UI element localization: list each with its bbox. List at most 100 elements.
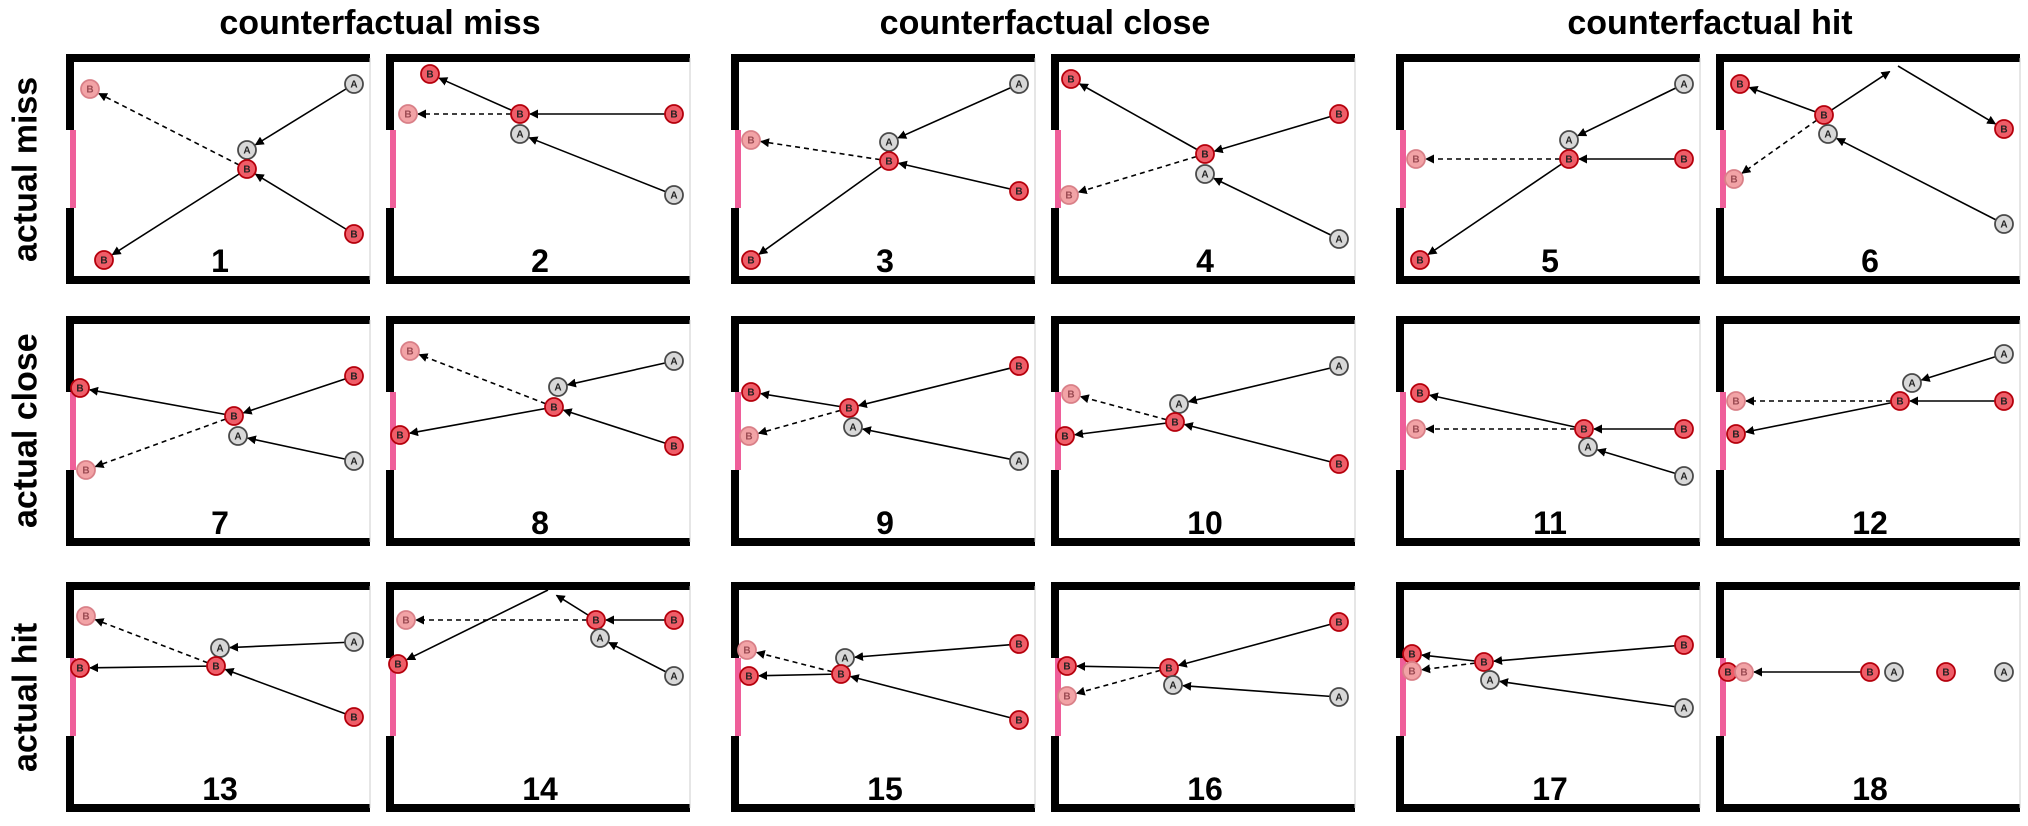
column-header-counterfactual-hit: counterfactual hit	[1567, 4, 1853, 42]
ball-letter: B	[350, 230, 357, 241]
ball-letter: A	[516, 130, 523, 141]
ball-b: B	[344, 224, 364, 244]
actual-path-arrow	[89, 663, 217, 673]
ball-circle	[344, 451, 364, 471]
ball-letter: B	[885, 157, 892, 168]
actual-path-arrow	[608, 641, 675, 677]
ball-b: B	[1674, 635, 1694, 655]
actual-path-arrow	[1577, 83, 1685, 137]
ball-circle	[741, 250, 761, 270]
column-header-counterfactual-miss: counterfactual miss	[219, 4, 541, 42]
actual-path-arrow	[566, 360, 675, 388]
actual-path-arrow	[758, 671, 842, 681]
ball-b: B	[664, 436, 684, 456]
actual-path-arrow	[88, 386, 235, 417]
ball-circle	[1734, 662, 1754, 682]
ball-circle	[1402, 661, 1422, 681]
ball-circle	[1674, 419, 1694, 439]
goal-marker	[1400, 392, 1406, 470]
actual-path-arrow	[1177, 621, 1340, 668]
ball-circle	[1057, 686, 1077, 706]
ball-letter: B	[1416, 256, 1423, 267]
panel-number: 15	[867, 771, 903, 807]
ball-circle	[1055, 426, 1075, 446]
panel-background	[1055, 586, 1355, 808]
ball-circle	[228, 426, 248, 446]
ball-letter: A	[670, 191, 677, 202]
ball-letter: A	[243, 146, 250, 157]
counterfactual-path-arrow	[1421, 661, 1485, 674]
ball-a: A	[879, 132, 899, 152]
ball-circle	[1329, 356, 1349, 376]
goal-marker	[70, 392, 76, 470]
ball-letter: B	[1680, 425, 1687, 436]
ball-circle	[76, 460, 96, 480]
ball-b: B	[1936, 662, 1956, 682]
ball-b-counterfactual: B	[396, 610, 416, 630]
actual-path-arrow	[242, 375, 355, 415]
ball-circle	[1061, 384, 1081, 404]
ball-letter: B	[1820, 111, 1827, 122]
ball-circle	[76, 606, 96, 626]
ball-letter: A	[1335, 235, 1342, 246]
ball-b-counterfactual: B	[737, 640, 757, 660]
ball-letter: B	[82, 612, 89, 623]
ball-circle	[1406, 149, 1426, 169]
ball-letter: A	[350, 638, 357, 649]
actual-path-arrow	[1078, 83, 1206, 155]
ball-circle	[1730, 74, 1750, 94]
ball-circle	[1994, 391, 2014, 411]
actual-path-arrow	[758, 160, 890, 255]
ball-circle	[420, 64, 440, 84]
ball-circle	[1009, 181, 1029, 201]
goal-marker	[70, 130, 76, 208]
actual-path-arrow	[528, 136, 675, 196]
counterfactual-path-arrow	[94, 618, 217, 667]
ball-b-counterfactual: B	[1402, 661, 1422, 681]
panel-number: 3	[876, 243, 894, 279]
panel-background	[390, 58, 690, 280]
counterfactual-path-arrow	[418, 353, 555, 408]
ball-b: B	[70, 658, 90, 678]
ball-letter: B	[1067, 75, 1074, 86]
ball-b: B	[1726, 424, 1746, 444]
ball-letter: A	[1908, 379, 1915, 390]
actual-path-arrow	[861, 426, 1020, 462]
ball-b: B	[1410, 250, 1430, 270]
actual-path-arrow	[111, 168, 248, 256]
ball-circle	[390, 425, 410, 445]
ball-b: B	[390, 425, 410, 445]
panel-number: 13	[202, 771, 238, 807]
ball-letter: B	[1680, 155, 1687, 166]
ball-circle	[1474, 652, 1494, 672]
ball-letter: B	[592, 616, 599, 627]
goal-marker	[1400, 658, 1406, 736]
ball-b: B	[1009, 710, 1029, 730]
ball-circle	[1406, 419, 1426, 439]
counterfactual-path-arrow	[755, 650, 842, 675]
ball-circle	[400, 341, 420, 361]
actual-path-arrow	[849, 674, 1020, 721]
ball-circle	[70, 658, 90, 678]
ball-b: B	[664, 104, 684, 124]
actual-path-arrow	[1076, 661, 1170, 671]
ball-b-counterfactual: B	[1724, 169, 1744, 189]
ball-circle	[1674, 466, 1694, 486]
ball-letter: B	[1165, 664, 1172, 675]
ball-b-counterfactual: B	[1057, 686, 1077, 706]
ball-letter: B	[402, 616, 409, 627]
panel-number: 16	[1187, 771, 1223, 807]
actual-path-arrow	[1744, 400, 1901, 435]
ball-a: A	[1169, 394, 1189, 414]
ball-letter: B	[747, 136, 754, 147]
ball-b: B	[1055, 426, 1075, 446]
ball-letter: B	[1015, 716, 1022, 727]
ball-letter: B	[1580, 425, 1587, 436]
ball-circle	[398, 104, 418, 124]
ball-circle	[1480, 670, 1500, 690]
ball-circle	[1009, 356, 1029, 376]
